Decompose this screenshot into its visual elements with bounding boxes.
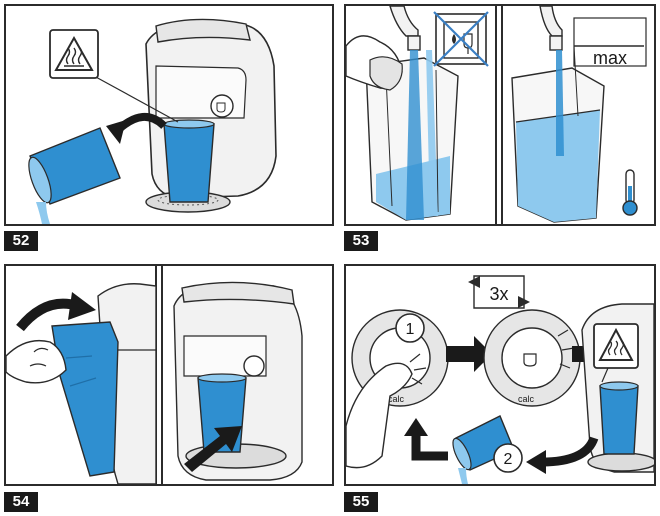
step-number-54: 54 bbox=[4, 492, 38, 512]
step-55-panel: 3x calc 1 calc bbox=[344, 264, 656, 486]
hand bbox=[346, 362, 413, 469]
hand bbox=[6, 339, 67, 384]
no-dishwasher-icon bbox=[433, 11, 489, 67]
pouring-water bbox=[36, 202, 50, 224]
repeat-count-label: 3x bbox=[489, 284, 508, 304]
svg-text:1: 1 bbox=[406, 321, 415, 338]
step-54-illustration bbox=[6, 266, 303, 484]
callout-1 bbox=[395, 313, 425, 343]
step-number-55: 55 bbox=[344, 492, 378, 512]
cup bbox=[163, 123, 215, 203]
button-text-1: calc bbox=[388, 394, 405, 404]
step-number-52: 52 bbox=[4, 231, 38, 251]
step-55-illustration: 3x calc 1 calc bbox=[346, 275, 654, 484]
right-arrow-icon bbox=[446, 336, 492, 372]
curved-arrow-icon bbox=[541, 436, 599, 467]
cup-button-icon bbox=[210, 94, 234, 118]
cup bbox=[599, 385, 639, 455]
step-number-53: 53 bbox=[344, 231, 378, 251]
step-52-panel bbox=[4, 4, 334, 226]
repeat-indicator: 3x bbox=[468, 275, 530, 309]
step-52-illustration bbox=[28, 18, 277, 224]
return-arrow-icon bbox=[411, 432, 448, 461]
hot-surface-warning-icon bbox=[49, 29, 99, 79]
button-text-2: calc bbox=[518, 394, 535, 404]
water-stream bbox=[406, 50, 424, 220]
cup-button-icon bbox=[243, 355, 265, 377]
step-53-illustration: max bbox=[346, 6, 647, 224]
faucet bbox=[407, 35, 421, 51]
cold-water-thermometer-icon bbox=[622, 169, 638, 216]
step-54-panel bbox=[4, 264, 334, 486]
svg-text:2: 2 bbox=[504, 451, 513, 468]
push-arrow-icon bbox=[184, 426, 242, 472]
max-fill-label: max bbox=[593, 48, 627, 68]
step-53-panel: max bbox=[344, 4, 656, 226]
callout-2 bbox=[493, 443, 523, 473]
hot-surface-warning-icon bbox=[593, 323, 639, 383]
water-tank bbox=[51, 321, 119, 477]
sponge bbox=[369, 56, 403, 91]
